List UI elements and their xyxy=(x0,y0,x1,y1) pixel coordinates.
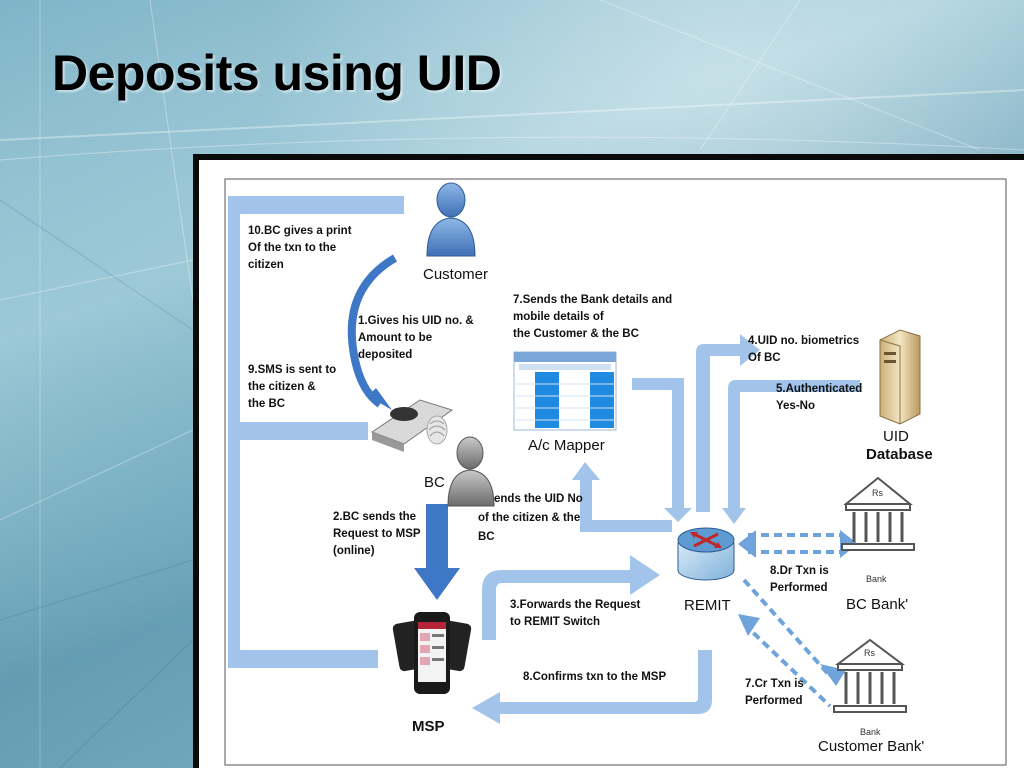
svg-text:1.Gives his UID no. &: 1.Gives his UID no. & xyxy=(358,315,474,327)
ac-mapper-label: A/c Mapper xyxy=(528,437,605,454)
svg-text:7.Cr Txn is: 7.Cr Txn is xyxy=(745,678,804,690)
dotted-head-remit xyxy=(738,614,760,636)
svg-text:Request to MSP: Request to MSP xyxy=(333,528,421,540)
svg-text:ends the UID No: ends the UID No xyxy=(494,493,583,505)
left-bracket-arrows xyxy=(228,196,404,668)
svg-text:3.Forwards the Request: 3.Forwards the Request xyxy=(510,599,641,611)
database-label: Database xyxy=(866,446,933,463)
uid-server-icon xyxy=(879,329,921,425)
msp-phones-icon xyxy=(392,612,472,694)
svg-text:5.Authenticated: 5.Authenticated xyxy=(776,383,862,395)
step7a-label: 7.Sends the Bank details and mobile deta… xyxy=(513,294,672,340)
step9-label: 9.SMS is sent to the citizen & the BC xyxy=(248,364,336,410)
svg-text:Performed: Performed xyxy=(745,695,803,707)
svg-text:the Customer & the BC: the Customer & the BC xyxy=(513,328,639,340)
arrow-step2 xyxy=(414,504,460,600)
arrow-step1-head xyxy=(368,388,392,410)
step5-label: 5.Authenticated Yes-No xyxy=(776,383,862,412)
step2-label: 2.BC sends the Request to MSP (online) xyxy=(333,511,421,557)
svg-text:2.BC sends the: 2.BC sends the xyxy=(333,511,416,523)
arrow-step6 xyxy=(572,462,672,532)
step6-label: ends the UID No of the citizen & the BC xyxy=(478,493,583,543)
svg-text:BC: BC xyxy=(478,531,495,543)
customer-label: Customer xyxy=(423,266,488,283)
inner-border xyxy=(224,178,1007,766)
svg-text:7.Sends the Bank details and: 7.Sends the Bank details and xyxy=(513,294,672,306)
cust-bank-caption: Bank xyxy=(860,727,881,737)
step8b-label: 8.Confirms txn to the MSP xyxy=(523,671,666,683)
svg-text:the citizen &: the citizen & xyxy=(248,381,316,393)
arrow-step8 xyxy=(472,650,712,724)
bc-bank-caption: Bank xyxy=(866,574,887,584)
svg-text:of the citizen & the: of the citizen & the xyxy=(478,512,580,524)
step8a-label: 8.Dr Txn is Performed xyxy=(770,565,829,594)
bc-person-icon xyxy=(447,436,495,507)
customer-bank-building-icon xyxy=(833,638,907,713)
svg-text:mobile details of: mobile details of xyxy=(513,311,604,323)
ac-mapper-screenshot xyxy=(513,351,617,431)
uid-label: UID xyxy=(883,428,909,445)
svg-text:9.SMS is sent to: 9.SMS is sent to xyxy=(248,364,336,376)
arrow-step5 xyxy=(722,380,860,524)
step7b-label: 7.Cr Txn is Performed xyxy=(745,678,804,707)
step1-label: 1.Gives his UID no. & Amount to be depos… xyxy=(358,315,474,361)
svg-text:deposited: deposited xyxy=(358,349,412,361)
remit-switch-icon xyxy=(677,527,735,581)
bc-bank-rs: Rs xyxy=(872,488,883,498)
svg-text:Amount to be: Amount to be xyxy=(358,332,432,344)
step4-label: 4.UID no. biometrics Of BC xyxy=(748,335,859,364)
svg-text:4.UID no. biometrics: 4.UID no. biometrics xyxy=(748,335,859,347)
customer-person-icon xyxy=(426,182,476,257)
step10-label: 10.BC gives a print Of the txn to the ci… xyxy=(248,225,352,271)
svg-text:Yes-No: Yes-No xyxy=(776,400,815,412)
cust-bank-rs: Rs xyxy=(864,648,875,658)
svg-text:8.Dr Txn is: 8.Dr Txn is xyxy=(770,565,829,577)
svg-text:to REMIT Switch: to REMIT Switch xyxy=(510,616,600,628)
arrow-step4 xyxy=(696,334,760,512)
bc-bank-label: BC Bank' xyxy=(846,596,908,613)
arrow-step7 xyxy=(632,378,692,522)
msp-label: MSP xyxy=(412,718,445,735)
slide-title: Deposits using UID xyxy=(52,45,502,101)
svg-text:Of BC: Of BC xyxy=(748,352,781,364)
arrow-step1 xyxy=(347,254,398,408)
dotted-head-left xyxy=(738,530,756,558)
arrow-step7-dotted xyxy=(742,578,832,708)
svg-text:Of the txn to the: Of the txn to the xyxy=(248,242,336,254)
step3-label: 3.Forwards the Request to REMIT Switch xyxy=(510,599,641,628)
svg-text:10.BC gives a print: 10.BC gives a print xyxy=(248,225,352,237)
arrow-step8-dotted xyxy=(748,533,844,554)
svg-text:(online): (online) xyxy=(333,545,375,557)
svg-text:8.Confirms txn to the MSP: 8.Confirms txn to the MSP xyxy=(523,671,666,683)
bc-bank-building-icon xyxy=(841,476,915,551)
arrow-step3 xyxy=(482,555,660,640)
remit-label: REMIT xyxy=(684,597,731,614)
bc-label: BC xyxy=(424,474,445,491)
svg-text:the BC: the BC xyxy=(248,398,285,410)
svg-text:Performed: Performed xyxy=(770,582,828,594)
customer-bank-label: Customer Bank' xyxy=(818,738,924,755)
svg-text:citizen: citizen xyxy=(248,259,284,271)
fingerprint-scanner-icon xyxy=(370,399,454,452)
